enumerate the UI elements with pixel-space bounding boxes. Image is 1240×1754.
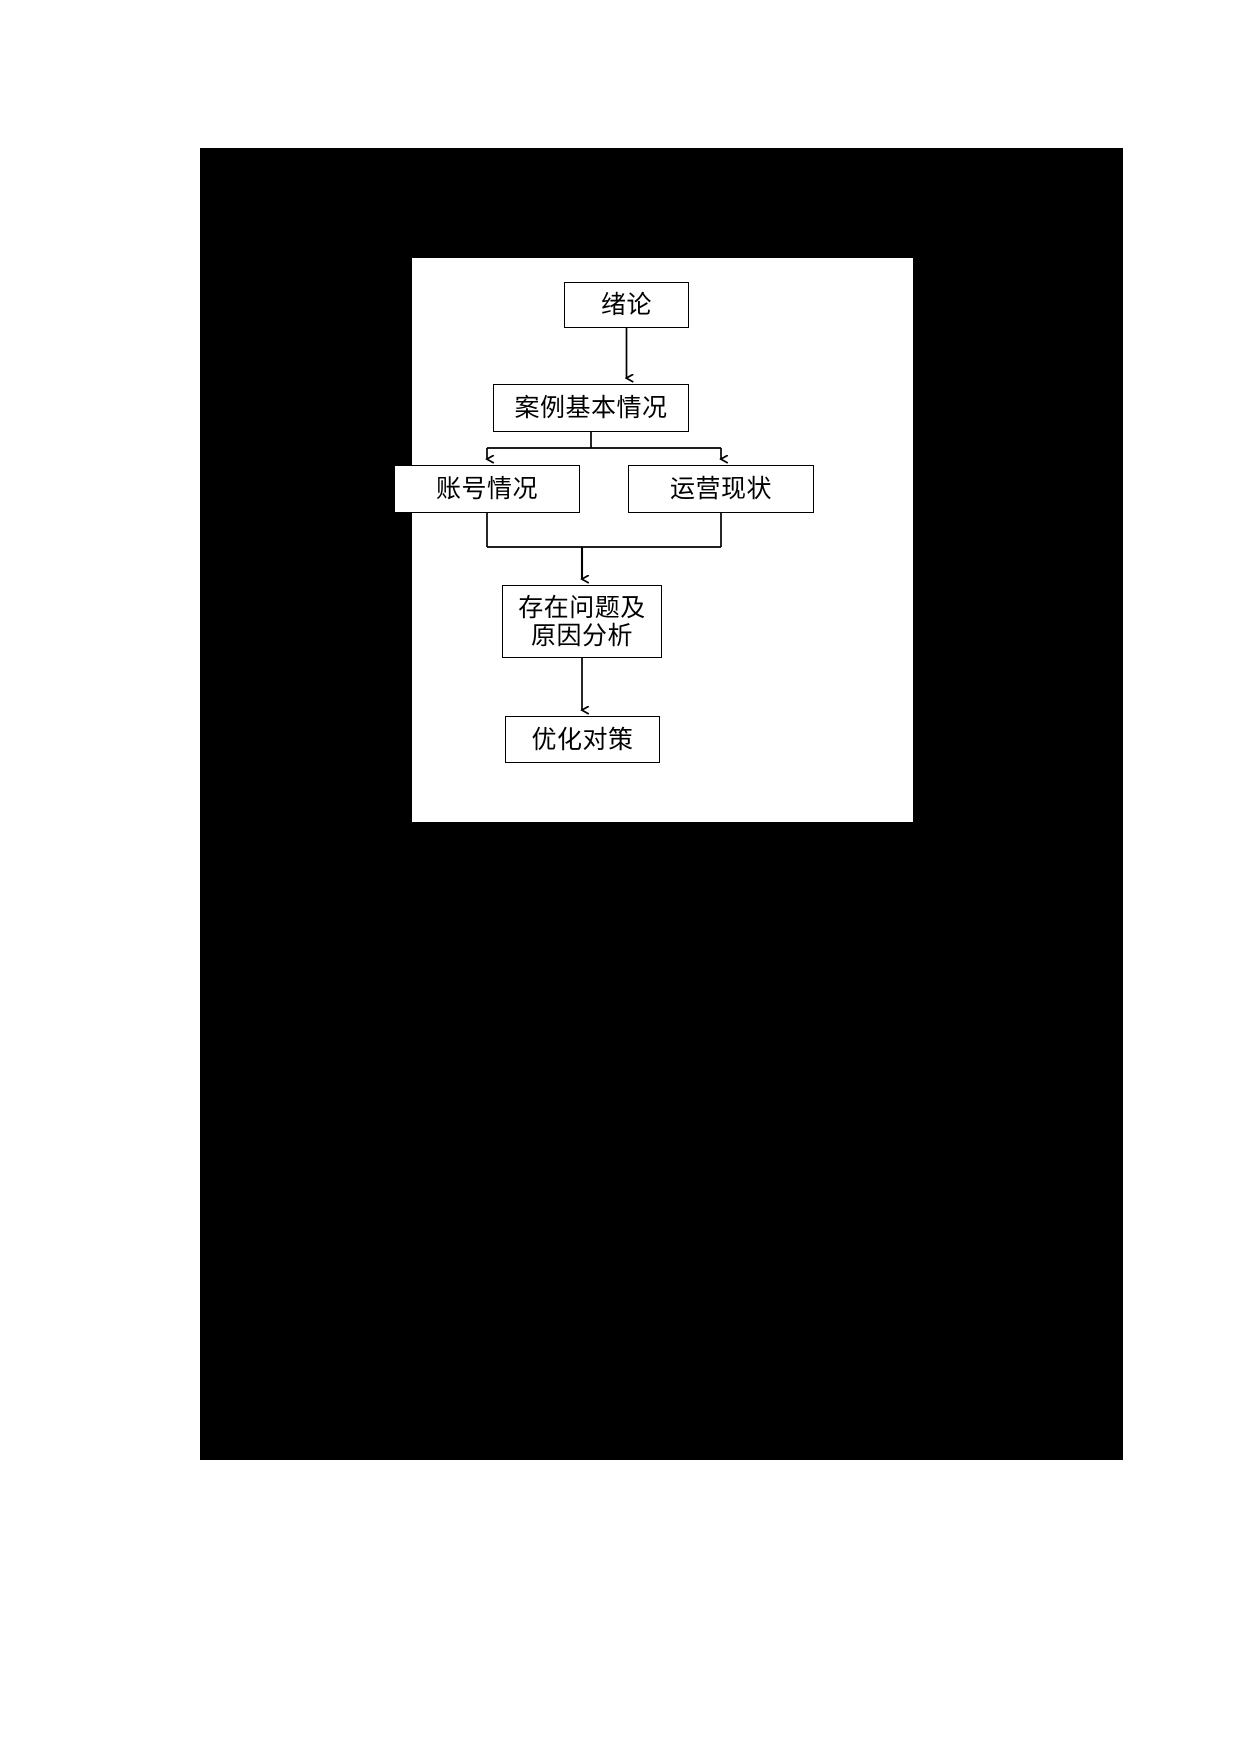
node-operations-label: 运营现状 xyxy=(669,474,772,503)
node-optimize-label: 优化对策 xyxy=(531,724,634,754)
node-account-label: 账号情况 xyxy=(435,474,538,503)
flowchart-node-account[interactable]: 账号情况 xyxy=(394,465,580,513)
black-page-frame: 绪论 案例基本情况 账号情况 运营现状 存在问题及 原因分析 优化对策 xyxy=(200,148,1123,1460)
flowchart-node-intro[interactable]: 绪论 xyxy=(564,282,689,328)
flowchart-node-operations[interactable]: 运营现状 xyxy=(628,465,814,513)
node-problems-label-line2: 原因分析 xyxy=(530,620,633,650)
flowchart-connectors xyxy=(412,328,913,822)
node-case-basics-label: 案例基本情况 xyxy=(514,393,668,422)
node-intro-label: 绪论 xyxy=(600,290,652,319)
flowchart-node-problems[interactable]: 存在问题及 原因分析 xyxy=(502,585,662,658)
flowchart-node-optimize[interactable]: 优化对策 xyxy=(505,716,660,763)
node-problems-label-line1: 存在问题及 xyxy=(518,592,646,622)
flowchart-node-case-basics[interactable]: 案例基本情况 xyxy=(493,384,689,432)
flowchart-panel: 绪论 案例基本情况 账号情况 运营现状 存在问题及 原因分析 优化对策 xyxy=(394,258,913,822)
